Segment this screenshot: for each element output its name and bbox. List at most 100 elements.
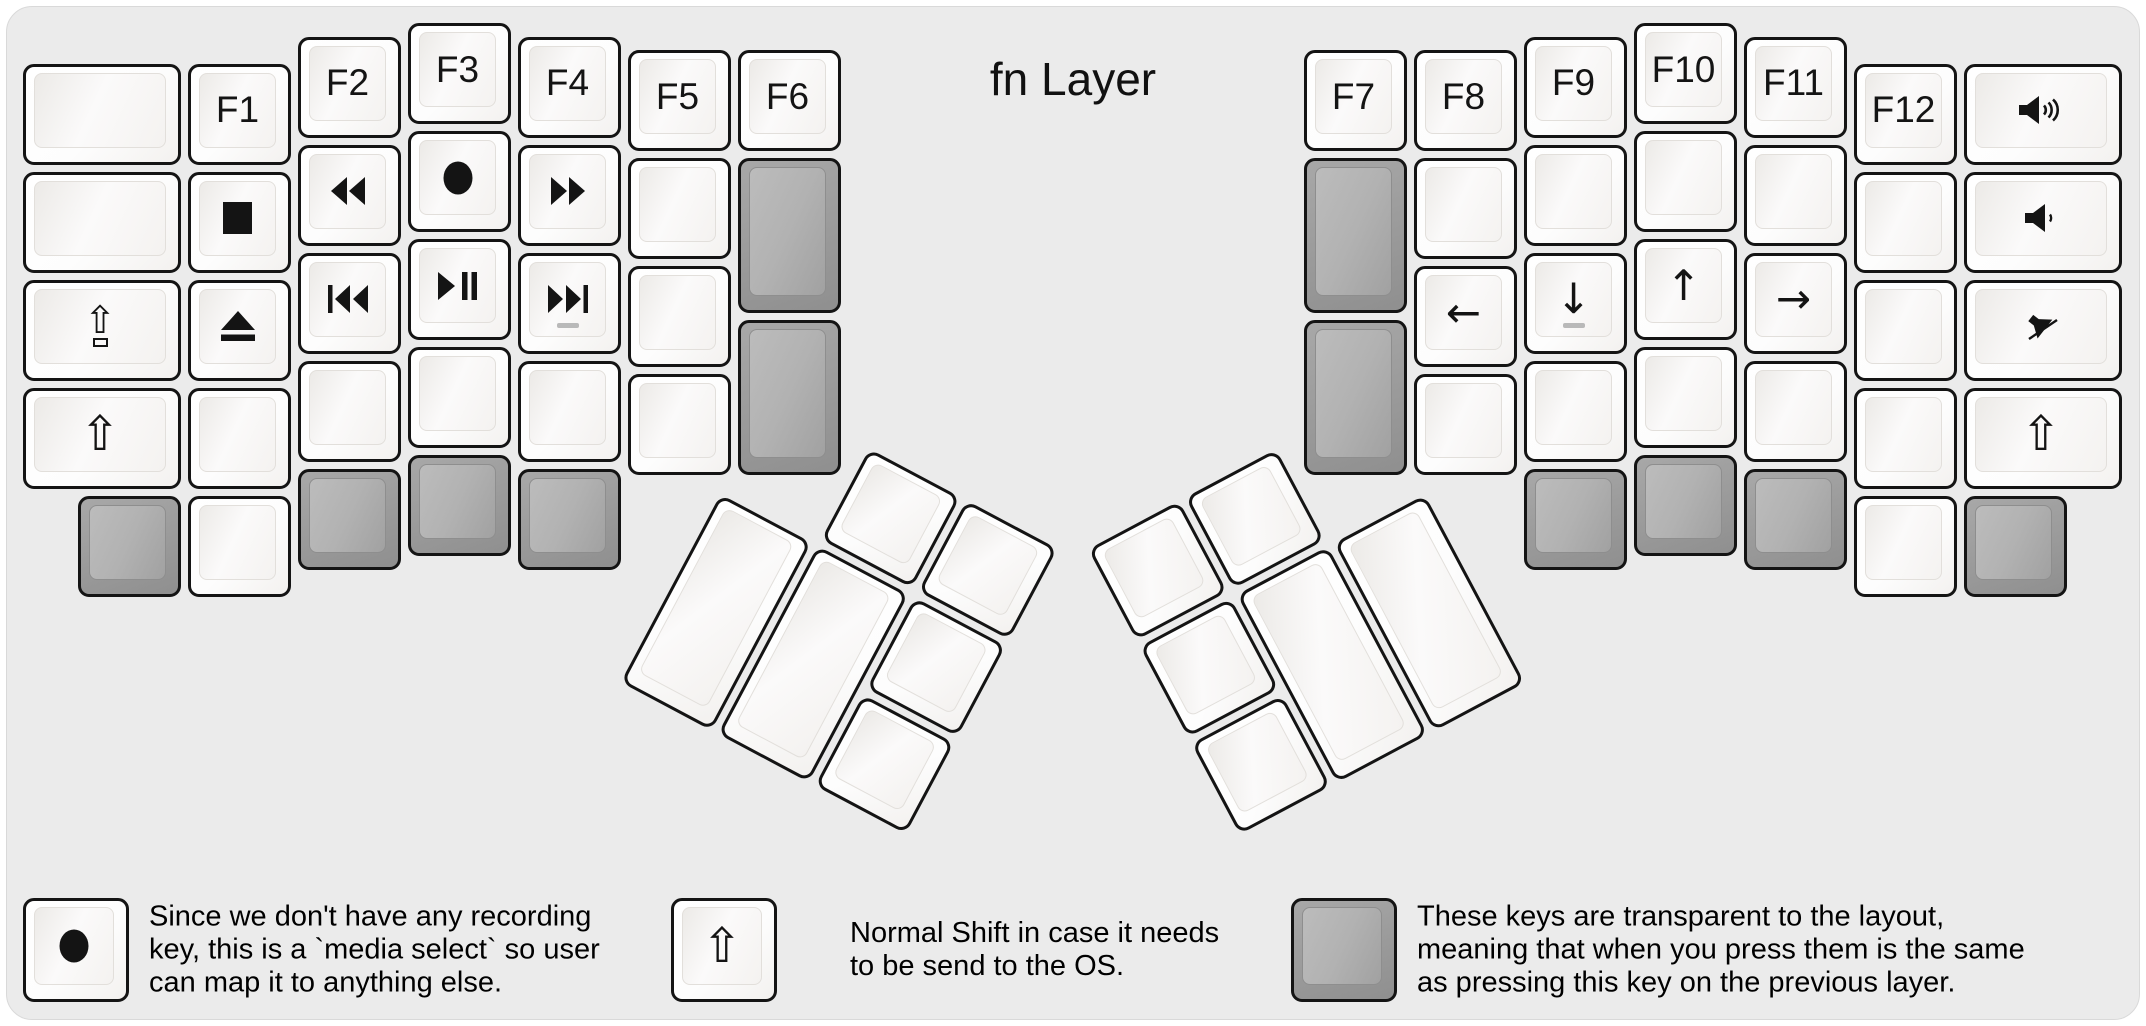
key-arrow-up[interactable]: ↑ xyxy=(1634,239,1737,340)
key-top xyxy=(639,275,716,350)
key-blank[interactable] xyxy=(188,387,291,489)
key-transparent[interactable] xyxy=(518,468,621,570)
key-top xyxy=(529,153,606,229)
key-f9[interactable]: F9 xyxy=(1524,36,1627,138)
key-label: F12 xyxy=(1871,89,1936,130)
key-transparent[interactable] xyxy=(78,495,181,597)
key-transparent[interactable] xyxy=(738,320,841,475)
key-transparent[interactable] xyxy=(1304,158,1407,313)
key-top xyxy=(1975,504,2052,580)
key-transparent[interactable] xyxy=(1744,468,1847,570)
key-label: F1 xyxy=(215,89,260,130)
key-f11[interactable]: F11 xyxy=(1744,36,1847,138)
key-shift[interactable]: ⇧ xyxy=(23,387,181,489)
key-top: F12 xyxy=(1865,72,1942,148)
key-transparent[interactable] xyxy=(298,468,401,570)
legend-text-1: Normal Shift in case it needs to be send… xyxy=(850,917,1220,982)
caps-bar xyxy=(92,337,108,347)
key-blank[interactable] xyxy=(1854,171,1957,273)
key-f3[interactable]: F3 xyxy=(408,23,511,124)
key-transparent[interactable] xyxy=(1964,495,2067,597)
key-top xyxy=(1865,180,1942,256)
key-label: F3 xyxy=(435,48,480,90)
key-f2[interactable]: F2 xyxy=(298,36,401,138)
key-top: ⇧ xyxy=(682,907,762,985)
next-track-icon xyxy=(547,285,588,313)
key-stop[interactable] xyxy=(188,171,291,273)
key-top xyxy=(1315,167,1392,296)
key-label: F11 xyxy=(1762,62,1824,103)
key-blank[interactable] xyxy=(1744,144,1847,246)
key-top xyxy=(34,907,114,985)
key-top: ⇧ xyxy=(34,396,166,472)
key-f5[interactable]: F5 xyxy=(628,50,731,151)
key-label: F4 xyxy=(545,62,590,103)
key-top xyxy=(199,180,276,256)
key-blank[interactable] xyxy=(23,171,181,273)
key-top xyxy=(1101,515,1207,621)
key-f1[interactable]: F1 xyxy=(188,63,291,165)
legend-key-0 xyxy=(23,898,129,1002)
key-arrow-right[interactable]: → xyxy=(1744,252,1847,354)
key-blank[interactable] xyxy=(1634,131,1737,232)
key-blank[interactable] xyxy=(628,158,731,259)
key-blank[interactable] xyxy=(1414,158,1517,259)
key-mute[interactable] xyxy=(1964,279,2122,381)
key-label: F2 xyxy=(325,62,370,103)
key-top xyxy=(419,248,496,323)
key-arrow-left[interactable]: ← xyxy=(1414,266,1517,367)
key-arrow-down[interactable]: ↓ xyxy=(1524,252,1627,354)
key-blank[interactable] xyxy=(188,495,291,597)
key-rewind[interactable] xyxy=(298,144,401,246)
key-blank[interactable] xyxy=(1414,374,1517,475)
key-blank[interactable] xyxy=(628,374,731,475)
key-media-select[interactable] xyxy=(408,131,511,232)
key-prev-track[interactable] xyxy=(298,252,401,354)
key-blank[interactable] xyxy=(408,347,511,448)
key-blank[interactable] xyxy=(628,266,731,367)
key-top xyxy=(1153,612,1258,718)
key-transparent[interactable] xyxy=(738,158,841,313)
key-shift[interactable]: ⇧ xyxy=(1964,387,2122,489)
key-blank[interactable] xyxy=(298,360,401,462)
key-fast-forward[interactable] xyxy=(518,144,621,246)
key-blank[interactable] xyxy=(1524,360,1627,462)
key-top: F7 xyxy=(1315,59,1392,134)
key-transparent[interactable] xyxy=(1524,468,1627,570)
key-top xyxy=(749,167,826,296)
key-top: ↑ xyxy=(1645,248,1722,323)
key-blank[interactable] xyxy=(23,63,181,165)
key-top xyxy=(1302,907,1382,985)
key-top xyxy=(1755,477,1832,553)
key-caps-lock[interactable]: ⇧ xyxy=(23,279,181,381)
key-top xyxy=(1645,356,1722,431)
key-blank[interactable] xyxy=(1744,360,1847,462)
key-blank[interactable] xyxy=(1854,387,1957,489)
key-blank[interactable] xyxy=(1634,347,1737,448)
key-play-pause[interactable] xyxy=(408,239,511,340)
key-top xyxy=(1199,464,1304,569)
key-volume-down[interactable] xyxy=(1964,171,2122,273)
stop-icon xyxy=(223,202,252,234)
key-top: ← xyxy=(1425,275,1502,350)
key-volume-up[interactable] xyxy=(1964,63,2122,165)
key-top: F9 xyxy=(1535,45,1612,121)
key-f6[interactable]: F6 xyxy=(738,50,841,151)
key-blank[interactable] xyxy=(1854,495,1957,597)
key-transparent[interactable] xyxy=(1634,455,1737,556)
key-eject[interactable] xyxy=(188,279,291,381)
key-blank[interactable] xyxy=(1854,279,1957,381)
key-top xyxy=(1535,369,1612,445)
key-transparent[interactable] xyxy=(408,455,511,556)
key-f12[interactable]: F12 xyxy=(1854,63,1957,165)
key-blank[interactable] xyxy=(518,360,621,462)
key-f4[interactable]: F4 xyxy=(518,36,621,138)
key-f7[interactable]: F7 xyxy=(1304,50,1407,151)
key-f8[interactable]: F8 xyxy=(1414,50,1517,151)
key-f10[interactable]: F10 xyxy=(1634,23,1737,124)
key-transparent[interactable] xyxy=(1304,320,1407,475)
arrow-down-icon: ↓ xyxy=(1555,274,1592,323)
key-next-track[interactable] xyxy=(518,252,621,354)
key-blank[interactable] xyxy=(1524,144,1627,246)
key-top: F6 xyxy=(749,59,826,134)
